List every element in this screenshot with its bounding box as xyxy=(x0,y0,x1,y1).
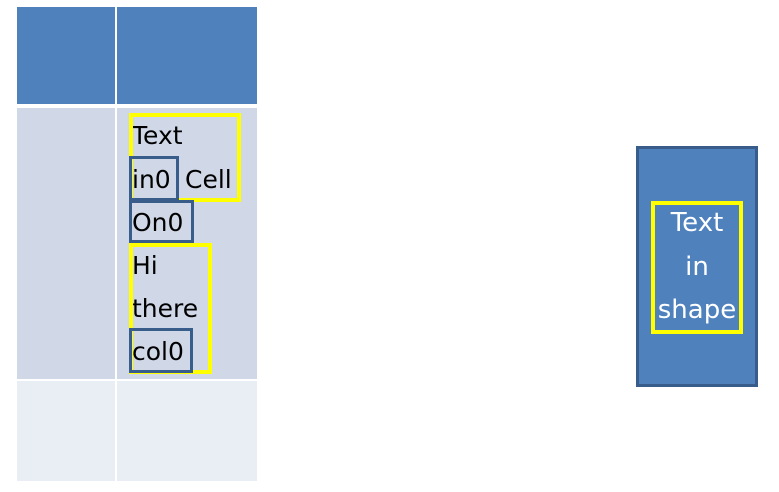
cell-text-line: there xyxy=(132,294,199,323)
table-header-cell[interactable] xyxy=(17,7,115,104)
table-cell[interactable] xyxy=(17,381,115,481)
text-frame-highlight xyxy=(651,201,743,334)
cell-text-line: Cell xyxy=(185,165,232,194)
table-cell[interactable] xyxy=(17,108,115,379)
table-cell[interactable] xyxy=(117,381,257,481)
run-highlight xyxy=(129,156,179,201)
table-header-cell[interactable] xyxy=(117,7,257,104)
run-highlight xyxy=(129,328,193,373)
cell-text-line: Hi xyxy=(132,251,158,280)
shape-text-line: in xyxy=(685,252,709,282)
run-highlight xyxy=(129,200,194,243)
cell-text-line: in0 xyxy=(132,165,171,194)
shape-text-line: shape xyxy=(657,295,737,325)
cell-text-line: On0 xyxy=(132,208,184,237)
shape-text-line: Text xyxy=(670,208,724,238)
cell-text-line: col0 xyxy=(132,337,184,366)
cell-text-line: Text xyxy=(132,121,183,150)
table xyxy=(17,7,257,481)
rectangle-shape[interactable] xyxy=(636,146,758,387)
